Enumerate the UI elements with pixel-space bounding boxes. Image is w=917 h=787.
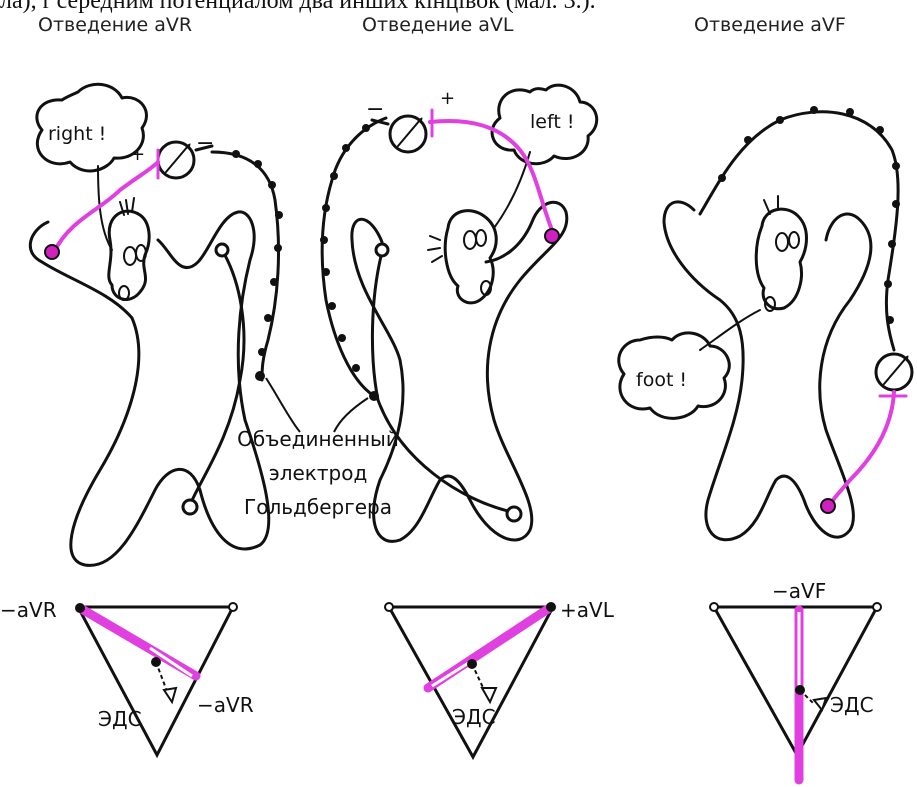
figure-avf xyxy=(619,106,912,540)
minus-sign-avr: − xyxy=(196,131,214,156)
plus-sign-avl: + xyxy=(440,88,455,109)
electrode-label-line3: Гольдбергера xyxy=(244,495,392,519)
electrode-label-line1: Объединенный xyxy=(237,427,399,451)
triangle-label-avr-end: −aVR xyxy=(197,693,254,717)
triangle-emf-avr: ЭДС xyxy=(98,707,142,731)
body-outline-avr xyxy=(30,212,269,566)
minus-sign-avl: − xyxy=(366,97,384,122)
einthoven-triangle-avl xyxy=(385,602,556,757)
plus-sign-avr: + xyxy=(130,144,145,165)
triangle-emf-avf: ЭДС xyxy=(830,693,874,717)
electrode-label-line2: электрод xyxy=(269,461,368,485)
einthoven-triangle-avf xyxy=(710,603,881,780)
head-avr xyxy=(109,211,149,299)
head-avl xyxy=(445,211,496,303)
triangle-emf-avl: ЭДС xyxy=(452,705,496,729)
triangle-label-avf: −aVF xyxy=(772,579,826,603)
bubble-text-avf: foot ! xyxy=(636,369,687,391)
bubble-text-avr: right ! xyxy=(48,123,106,145)
triangle-label-avr-start: −aVR xyxy=(0,598,57,622)
triangle-label-avl: +aVL xyxy=(560,598,615,622)
head-avf xyxy=(756,209,806,309)
einthoven-triangle-avr xyxy=(75,603,237,755)
bubble-text-avl: left ! xyxy=(530,111,574,133)
